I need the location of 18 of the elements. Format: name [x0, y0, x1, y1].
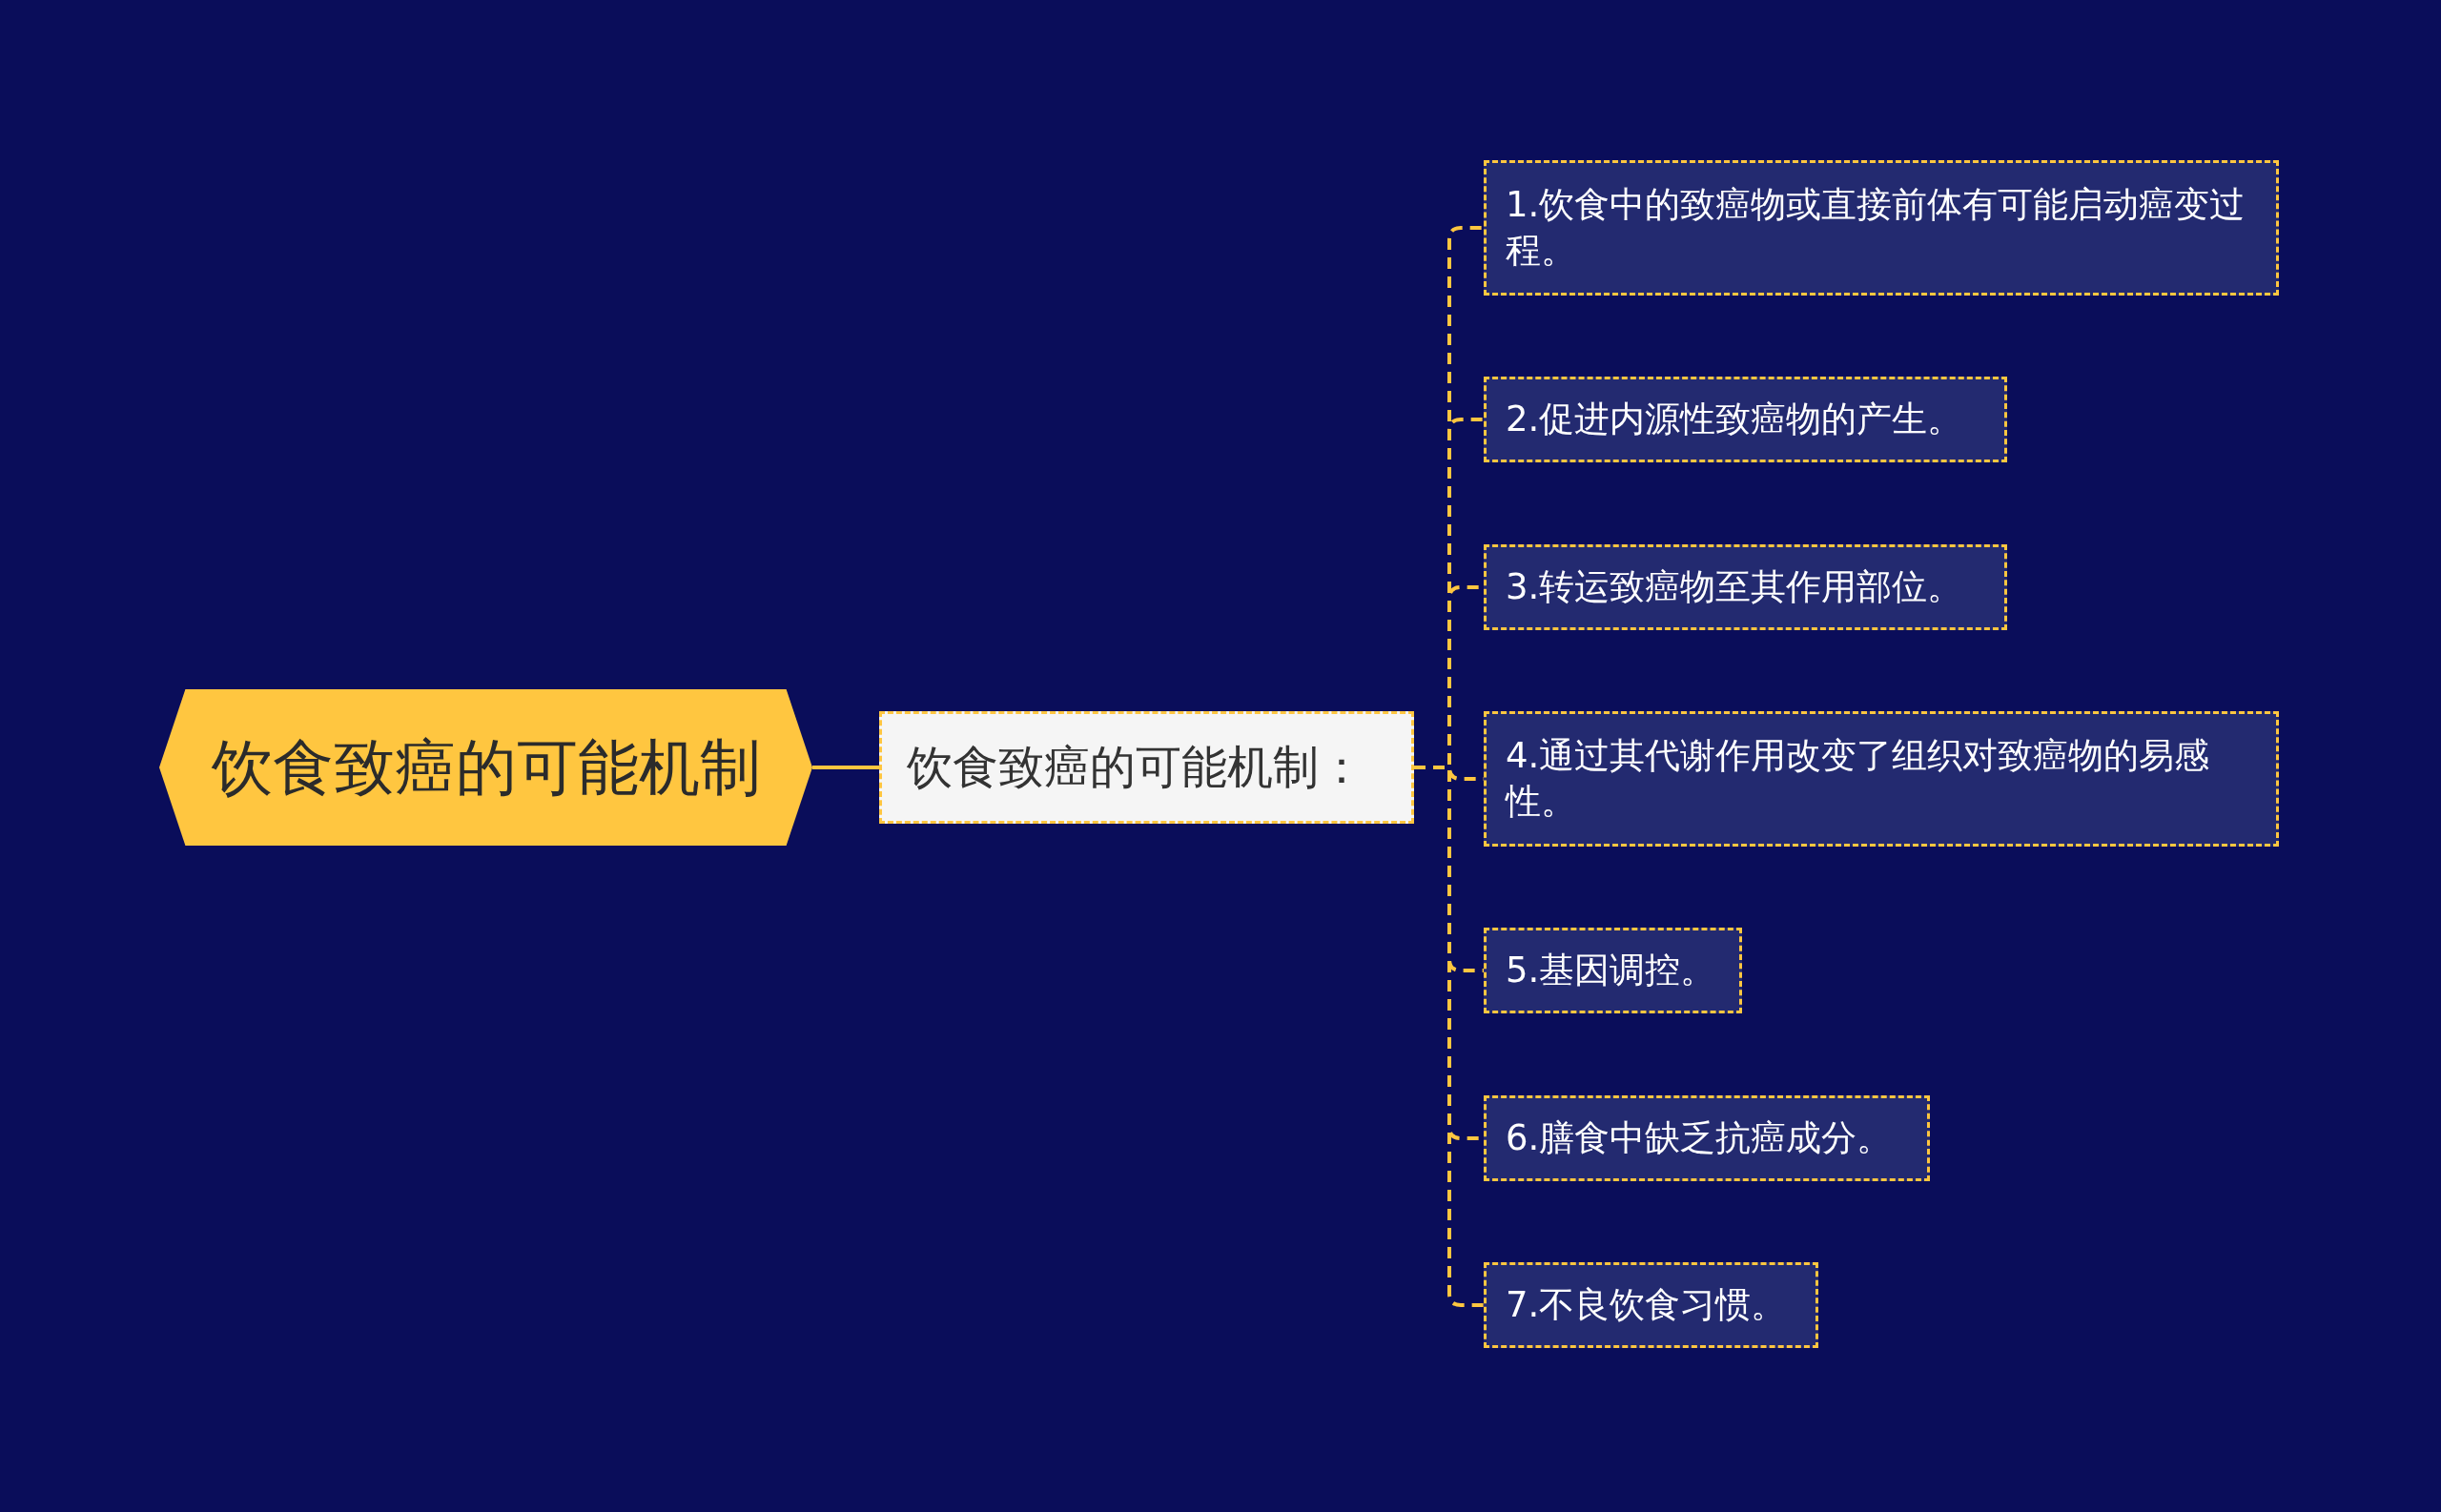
item-box — [1484, 928, 1742, 1013]
item-box — [1484, 377, 2007, 462]
node-text: 饮食致癌的可能机制： — [907, 739, 1364, 795]
item-box — [1484, 711, 2279, 847]
node-text: 4.通过其代谢作用改变了组织对致癌物的易感性。 — [1506, 733, 2211, 824]
node-text: 5.基因调控。 — [1506, 948, 1716, 992]
node-text: 1.饮食中的致癌物或直接前体有可能启动癌变过程。 — [1506, 182, 2246, 273]
node-text: 7.不良饮食习惯。 — [1506, 1282, 1787, 1327]
node-text: 2.促进内源性致癌物的产生。 — [1506, 397, 1963, 441]
item-box — [1484, 1262, 1818, 1348]
node-text: 3.转运致癌物至其作用部位。 — [1506, 564, 1963, 609]
item-box — [1484, 544, 2007, 630]
node-text: 饮食致癌的可能机制 — [211, 730, 761, 805]
item-box — [1484, 1095, 1930, 1181]
subtopic-box — [879, 711, 1414, 824]
node-text: 6.膳食中缺乏抗癌成分。 — [1506, 1115, 1893, 1160]
item-box — [1484, 160, 2279, 296]
connector-line — [812, 766, 879, 769]
